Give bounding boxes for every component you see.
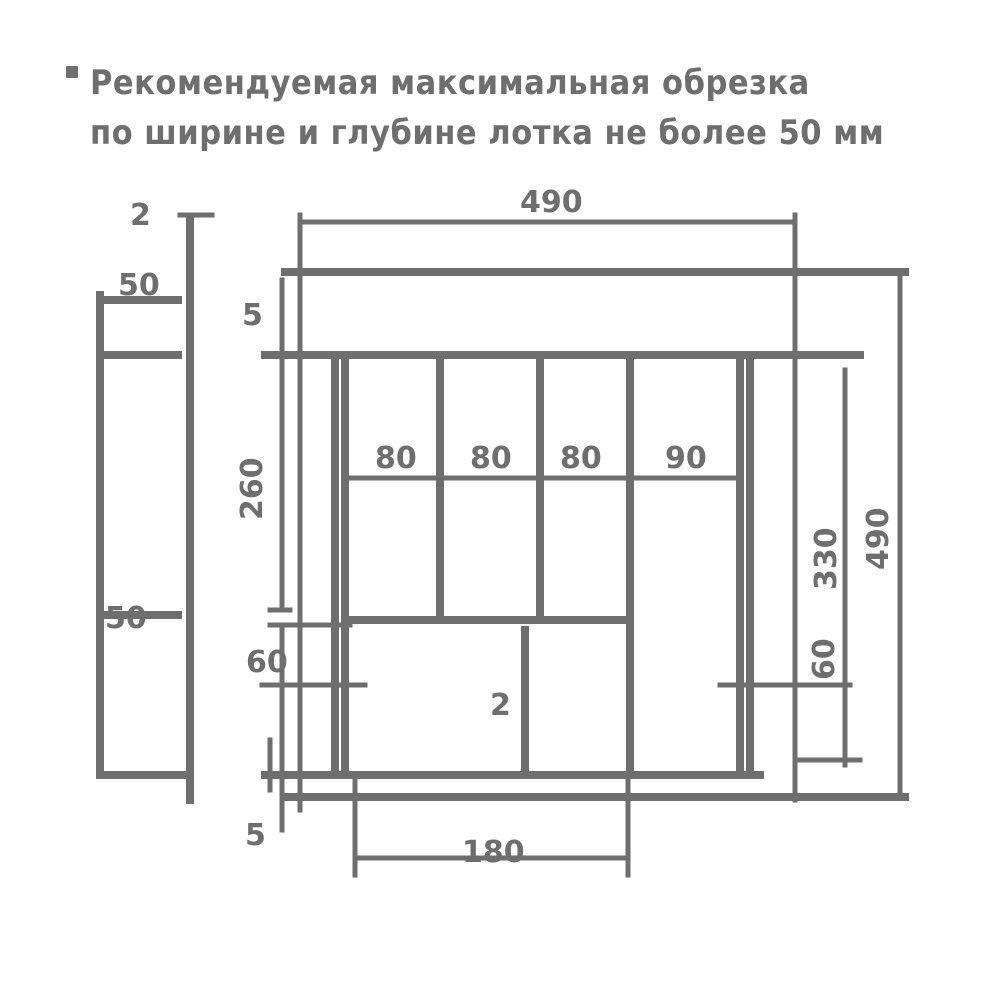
side-width-label: 50 [118,268,160,303]
left-dimensions [259,277,368,833]
overall-depth-label: 490 [861,507,896,570]
upper-section-height-label: 260 [235,457,270,520]
right-dimensions [717,367,863,768]
right-lower-height-label: 60 [807,638,842,680]
overall-width-label: 490 [520,185,583,220]
lower-left-width-label: 180 [462,835,525,870]
note-bullet [66,66,78,78]
trim-note: Рекомендуемая максимальная обрезка по ши… [62,58,884,158]
bottom-offset-label: 5 [245,818,266,853]
side-height-label: 2 [130,198,151,233]
compartment-3-label: 80 [560,441,602,476]
overall-width-dimension [297,212,798,813]
dimension-labels: 2 50 50 490 5 260 80 80 80 90 60 2 5 180… [105,185,896,870]
right-inner-height-label: 330 [809,527,844,590]
top-offset-label: 5 [242,298,263,333]
compartment-2-label: 80 [470,441,512,476]
lower-divider-label: 2 [490,688,511,723]
tray-frame [261,351,909,801]
lower-offset-label: 60 [246,645,288,680]
compartment-4-label: 90 [665,441,707,476]
compartment-1-label: 80 [375,441,417,476]
side-lower-label: 50 [105,601,147,636]
bottom-dimension [352,772,631,878]
compartment-dividers [346,356,738,774]
note-line-2: по ширине и глубине лотка не более 50 мм [90,113,885,153]
note-line-1: Рекомендуемая максимальная обрезка [90,63,810,103]
side-view [96,212,215,804]
